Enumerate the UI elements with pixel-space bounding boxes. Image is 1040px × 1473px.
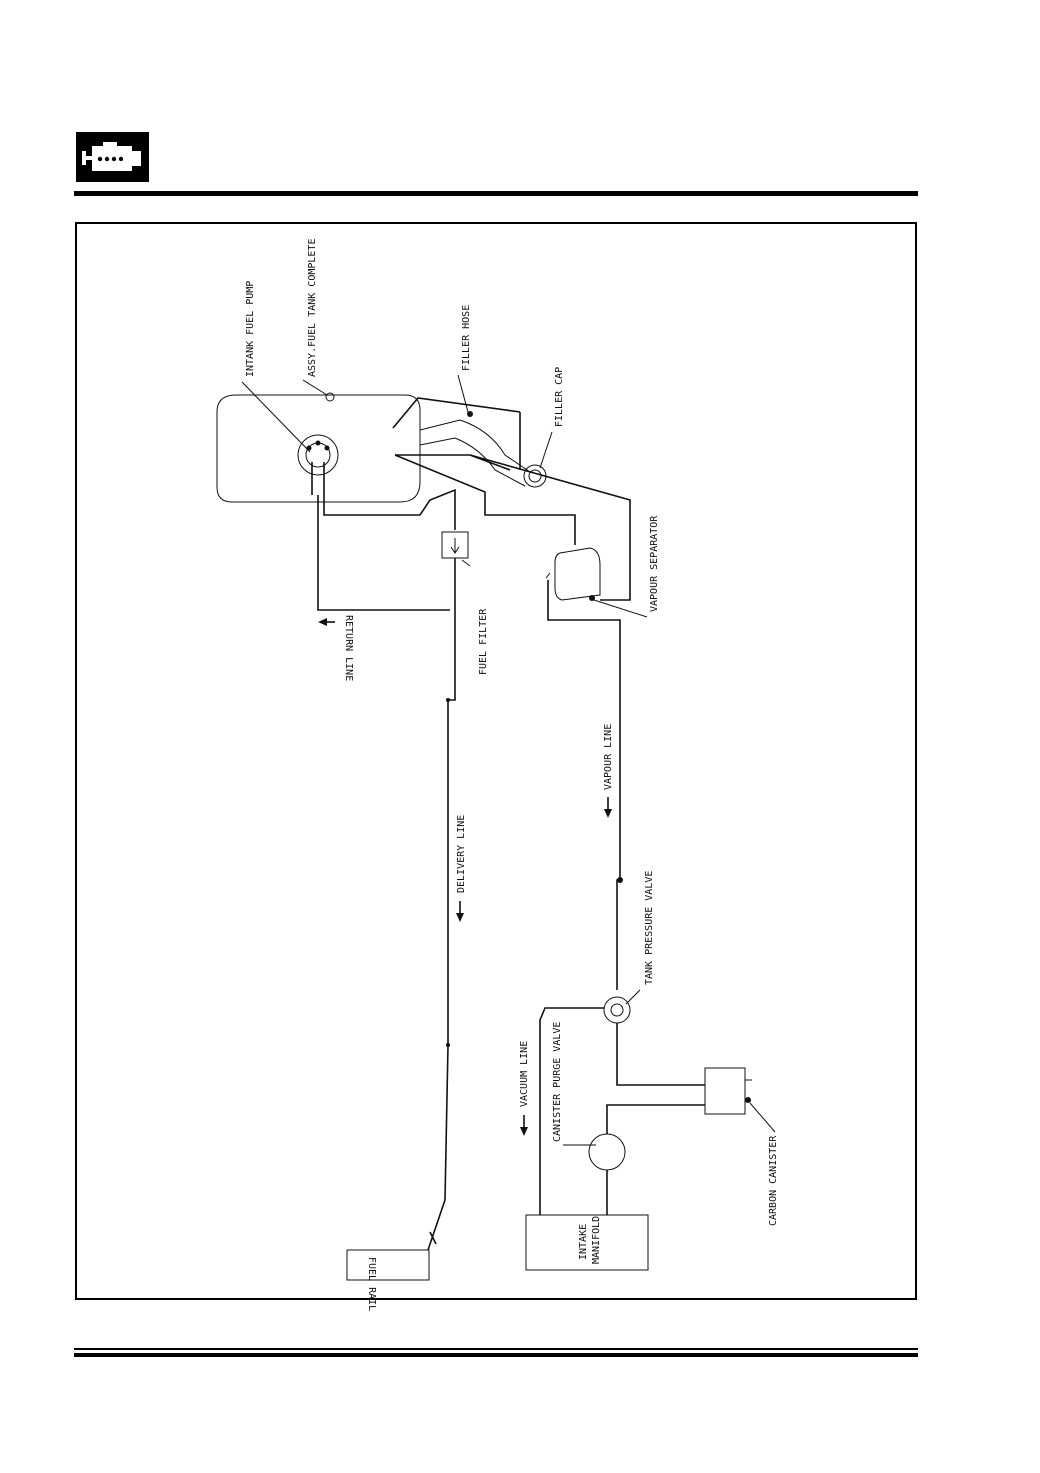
leader-vapour-separator [593,599,648,618]
label-assy-fuel-tank: ASSY.FUEL TANK COMPLETE [307,239,318,377]
header-rule [74,191,918,196]
engine-icon [76,132,149,182]
fuel-filter [441,531,469,620]
leader-assy-fuel-tank [302,379,328,396]
label-return-line: RETURN LINE [343,615,354,681]
label-intake-manifold-2: MANIFOLD [591,1216,602,1264]
return-line-pipe [317,495,450,611]
label-vapour-line: VAPOUR LINE [603,724,614,790]
leader-filler-hose [457,374,469,413]
tank-to-separator-pipe [394,454,576,545]
label-intake-manifold-1: INTAKE [578,1224,589,1260]
footer-rule-thick [74,1353,918,1357]
label-fuel-rail: FUEL RAIL [366,1257,377,1311]
vapour-line-arrow [604,797,612,818]
supply-line-pipe [323,488,456,530]
vapour-line-pipe [616,640,621,990]
delivery-line-pipe [427,620,456,1251]
vacuum-line-arrow [520,1115,528,1136]
return-line-arrow [318,618,335,626]
label-delivery-line: DELIVERY LINE [456,815,467,893]
footer-rule-thin [74,1348,918,1350]
fuel-rail [346,1249,430,1281]
label-canister-purge-valve: CANISTER PURGE VALVE [552,1022,563,1142]
tank-pressure-valve [603,996,631,1024]
separator-return-pipe [469,412,631,601]
leader-fuel-filter [461,559,471,567]
leader-intank-fuel-pump [241,381,311,453]
leader-tank-pressure-valve [625,989,641,1005]
label-filler-cap: FILLER CAP [554,367,565,427]
carbon-canister [704,1067,752,1115]
label-fuel-filter: FUEL FILTER [478,608,489,675]
vapour-separator [545,547,621,640]
intake-manifold [525,1214,649,1271]
diagram-frame [75,222,917,1300]
label-carbon-canister: CARBON CANISTER [768,1135,779,1226]
delivery-line-arrow [456,901,464,922]
canister-purge-valve [588,1104,705,1215]
label-intank-fuel-pump: INTANK FUEL PUMP [245,281,256,377]
intank-fuel-pump [297,434,339,495]
label-tank-pressure-valve: TANK PRESSURE VALVE [644,871,655,985]
filler-hose [392,397,531,487]
label-filler-hose: FILLER HOSE [461,305,472,371]
leader-carbon-canister [749,1102,776,1133]
fuel-tank [216,394,421,503]
label-vacuum-line: VACUUM LINE [519,1041,530,1107]
leader-filler-cap [539,431,553,469]
tank-breather [325,392,335,402]
vacuum-line-pipe [539,1007,604,1215]
label-vapour-separator: VAPOUR SEPARATOR [649,515,660,612]
